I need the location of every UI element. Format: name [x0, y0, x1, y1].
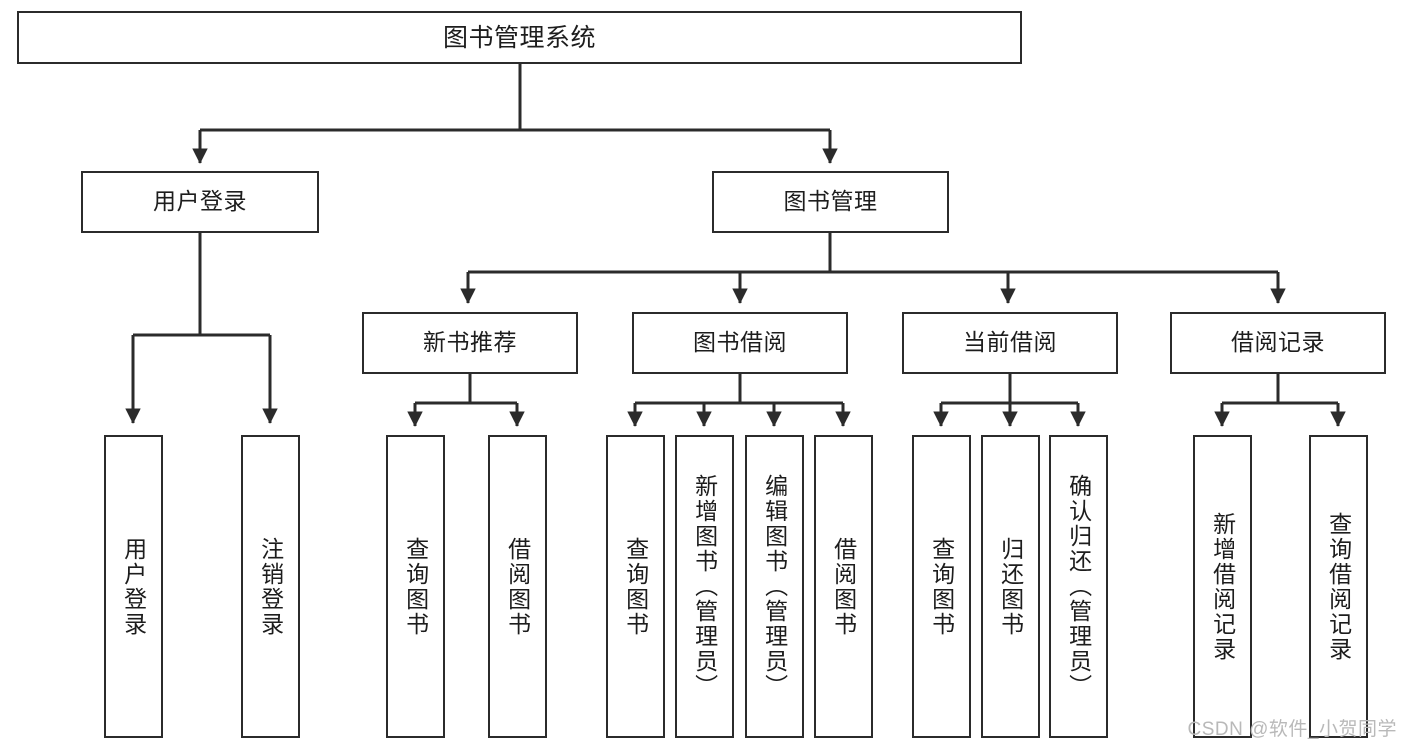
node-current-borrow[interactable]: 当前借阅: [902, 312, 1118, 374]
leaf-user-login-logout-label: 注销登录: [257, 536, 284, 637]
node-book-borrow-label: 图书借阅: [693, 329, 787, 356]
leaf-current-borrow-confirm[interactable]: 确认归还（管理员）: [1049, 435, 1108, 738]
leaf-current-borrow-return-label: 归还图书: [997, 536, 1024, 637]
node-current-borrow-label: 当前借阅: [963, 329, 1057, 356]
leaf-book-borrow-query[interactable]: 查询图书: [606, 435, 665, 738]
node-root-system-label: 图书管理系统: [442, 23, 596, 52]
node-book-management[interactable]: 图书管理: [712, 171, 949, 233]
leaf-borrow-record-query-label: 查询借阅记录: [1325, 511, 1352, 662]
leaf-current-borrow-query[interactable]: 查询图书: [912, 435, 971, 738]
leaf-new-book-query-label: 查询图书: [402, 536, 429, 637]
leaf-new-book-query[interactable]: 查询图书: [386, 435, 445, 738]
leaf-user-login-logout[interactable]: 注销登录: [241, 435, 300, 738]
leaf-borrow-record-query[interactable]: 查询借阅记录: [1309, 435, 1368, 738]
leaf-book-borrow-edit[interactable]: 编辑图书（管理员）: [745, 435, 804, 738]
leaf-new-book-borrow[interactable]: 借阅图书: [488, 435, 547, 738]
leaf-user-login-login[interactable]: 用户登录: [104, 435, 163, 738]
leaf-book-borrow-edit-label: 编辑图书（管理员）: [761, 474, 788, 699]
leaf-user-login-login-label: 用户登录: [120, 536, 147, 637]
node-user-login[interactable]: 用户登录: [81, 171, 319, 233]
leaf-current-borrow-query-label: 查询图书: [928, 536, 955, 637]
leaf-borrow-record-add-label: 新增借阅记录: [1209, 511, 1236, 662]
node-new-book-recommend-label: 新书推荐: [423, 329, 517, 356]
node-book-management-label: 图书管理: [783, 188, 878, 215]
leaf-book-borrow-borrow-label: 借阅图书: [830, 536, 857, 637]
node-book-borrow[interactable]: 图书借阅: [632, 312, 848, 374]
leaf-book-borrow-query-label: 查询图书: [622, 536, 649, 637]
node-new-book-recommend[interactable]: 新书推荐: [362, 312, 578, 374]
leaf-book-borrow-add[interactable]: 新增图书（管理员）: [675, 435, 734, 738]
node-borrow-record-label: 借阅记录: [1231, 329, 1325, 356]
node-user-login-label: 用户登录: [153, 188, 247, 215]
node-root-system[interactable]: 图书管理系统: [17, 11, 1022, 64]
node-borrow-record[interactable]: 借阅记录: [1170, 312, 1386, 374]
leaf-borrow-record-add[interactable]: 新增借阅记录: [1193, 435, 1252, 738]
leaf-current-borrow-confirm-label: 确认归还（管理员）: [1065, 474, 1092, 699]
leaf-book-borrow-borrow[interactable]: 借阅图书: [814, 435, 873, 738]
leaf-new-book-borrow-label: 借阅图书: [504, 536, 531, 637]
leaf-book-borrow-add-label: 新增图书（管理员）: [691, 474, 718, 699]
leaf-current-borrow-return[interactable]: 归还图书: [981, 435, 1040, 738]
